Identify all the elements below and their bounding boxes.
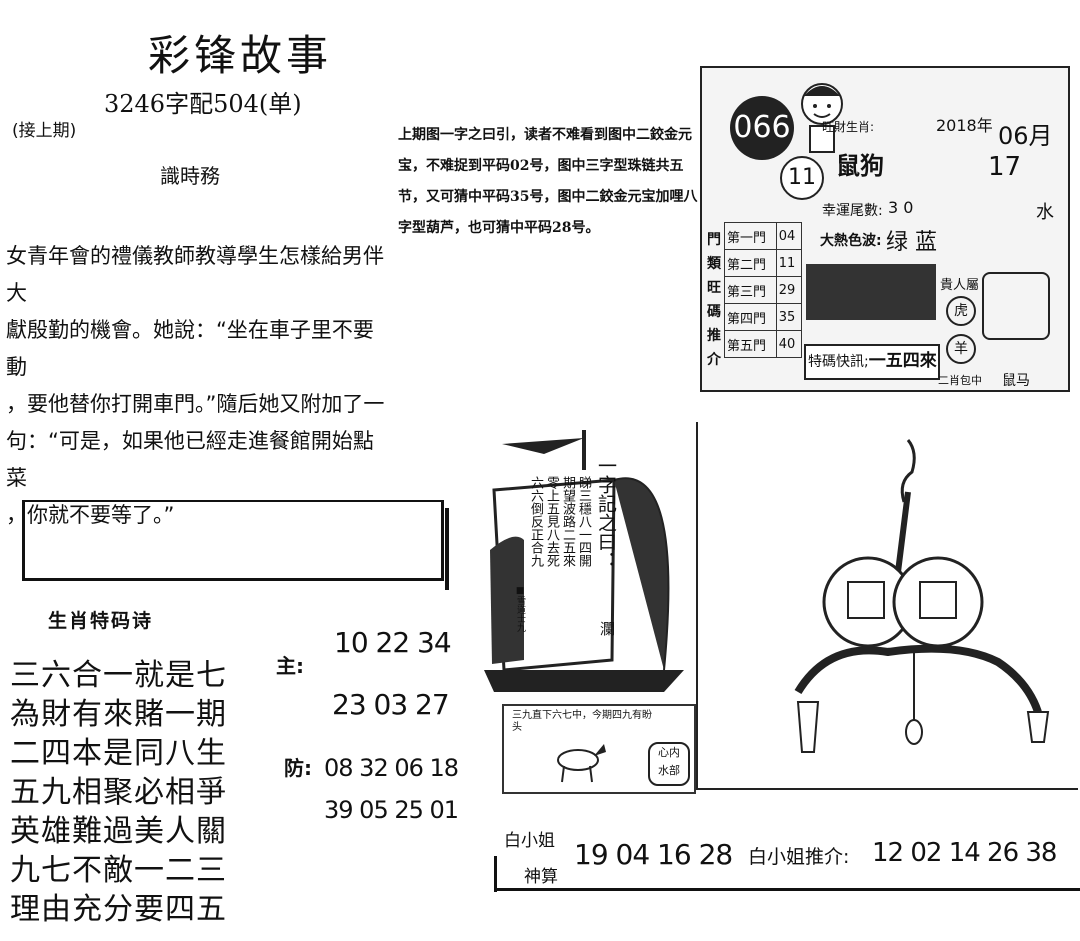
- defense-label: 防:: [284, 756, 312, 780]
- door-label: 第三門: [724, 276, 777, 304]
- news-block: [806, 264, 936, 320]
- story-line: 句：“可是，如果他已經走進餐館開始點菜: [6, 429, 374, 490]
- story-line: 獻殷勤的機會。她說：“坐在車子里不要動: [6, 318, 374, 379]
- boat-char: 瀾: [600, 620, 616, 638]
- heart-water-tag: 心内 水部: [648, 742, 690, 786]
- tail-label: 幸運尾數:: [822, 203, 883, 219]
- noble-label: 貴人屬: [940, 278, 980, 293]
- poem-line: 三六合一就是七: [10, 658, 227, 693]
- poem-title: 生肖特码诗: [48, 610, 154, 632]
- story-line: ，你就不要等了。”: [6, 503, 175, 527]
- zodiac-footer: 二肖包中: [938, 374, 982, 387]
- door-label: 第五門: [724, 330, 777, 358]
- day-label: 17: [988, 152, 1022, 182]
- empty-frame: [22, 500, 449, 590]
- clue-paragraph: 上期图一字之曰引，读者不难看到图中二鉸金元宝，不难捉到平码02号，图中三字型珠链…: [398, 127, 698, 236]
- poem-line: 理由充分要四五: [10, 892, 227, 927]
- boat-author: ■雪道士九: [515, 586, 525, 632]
- door-label: 第四門: [724, 303, 777, 331]
- main-numbers-row2: 23 03 27: [332, 688, 450, 721]
- poem-line: 為財有來賭一期: [10, 697, 227, 732]
- zodiac-value: 鼠马: [1002, 373, 1030, 389]
- lottery-card: 066 11 旺財生肖: 鼠狗 2018年 06月 17 水 幸運尾數: 3 0…: [700, 66, 1070, 392]
- tip-label: 特碼快訊;: [808, 354, 869, 370]
- boat-line: 睇三穩八一四開: [576, 476, 591, 567]
- coin-lantern-icon: [794, 439, 1050, 753]
- horse-icon: [557, 744, 606, 783]
- divider-bottom: [494, 888, 1080, 891]
- cartoon-boy-icon: [801, 83, 843, 153]
- tip-value: 一五四來: [868, 351, 937, 371]
- boat-illustration: 一字記之曰： 睇三穩八一四開 期望波路二五來 零上五見八去死 六六倒反正合九 ■…: [484, 420, 694, 698]
- continued-label: (接上期): [12, 121, 77, 141]
- horse-caption: 三九直下六七中，今期四九有盼头: [512, 710, 652, 733]
- tag-line-2: 水部: [658, 764, 680, 777]
- color-value: 绿 蓝: [886, 230, 937, 255]
- lucky-label: 旺財生肖:: [822, 120, 875, 134]
- poem-line: 英雄難過美人關: [10, 814, 227, 849]
- tail-value: 3 0: [888, 198, 914, 217]
- story-line: 女青年會的禮儀教師教導學生怎樣給男伴大: [6, 244, 384, 305]
- tip-box: 特碼快訊;一五四來: [804, 344, 940, 380]
- miss-bai-numbers: 19 04 16 28: [574, 838, 733, 871]
- issue-badge: 066: [730, 96, 794, 160]
- month-label: 06月: [998, 122, 1053, 150]
- main-numbers-row1: 10 22 34: [334, 626, 452, 659]
- miss-bai-label: 白小姐: [504, 831, 555, 851]
- coin-lantern-illustration: [696, 422, 1078, 790]
- horse-panel: 三九直下六七中，今期四九有盼头 心内 水部: [502, 704, 696, 794]
- subtitle: 3246字配504(单): [104, 90, 302, 118]
- poem: 三六合一就是七 為財有來賭一期 二四本是同八生 五九相聚必相爭 英雄難過美人關 …: [10, 656, 227, 929]
- year-label: 2018年: [936, 116, 993, 135]
- noble-sign: 虎: [946, 296, 976, 326]
- lucky-value: 鼠狗: [836, 152, 884, 180]
- water-label: 水: [1036, 202, 1054, 223]
- door-value: 35: [775, 303, 803, 331]
- noble-sign-2: 羊: [946, 334, 976, 364]
- boat-title: 一字記之曰：: [595, 456, 617, 570]
- recommend-numbers: 12 02 14 26 38: [872, 838, 1057, 868]
- boat-line: 期望波路二五來: [560, 476, 575, 567]
- boat-line: 零上五見八去死: [544, 476, 559, 567]
- door-label: 第一門: [724, 222, 777, 250]
- divider-left: [494, 856, 497, 892]
- door-label: 第二門: [724, 249, 777, 277]
- door-value: 40: [775, 330, 803, 358]
- defense-numbers-row2: 39 05 25 01: [324, 796, 459, 824]
- main-label: 主:: [276, 654, 304, 678]
- color-label: 大熱色波:: [820, 233, 882, 249]
- poem-line: 九七不敵一二三: [10, 853, 227, 888]
- door-value: 29: [775, 276, 803, 304]
- boat-icon: [484, 430, 684, 692]
- number-ball: 11: [780, 156, 824, 200]
- boat-line: 六六倒反正合九: [528, 476, 543, 567]
- door-value: 04: [775, 222, 803, 250]
- page-title: 彩锋故事: [148, 31, 333, 80]
- defense-numbers-row1: 08 32 06 18: [324, 754, 459, 782]
- bottom-strip: 白小姐 神算 19 04 16 28 白小姐推介: 12 02 14 26 38: [494, 822, 1080, 892]
- lucky-block: 旺財生肖: 鼠狗: [816, 102, 936, 222]
- recommend-label: 白小姐推介:: [748, 846, 850, 868]
- door-value: 11: [775, 249, 803, 277]
- poem-line: 二四本是同八生: [10, 736, 227, 771]
- poem-line: 五九相聚必相爭: [10, 775, 227, 810]
- story-text: 女青年會的禮儀教師教導學生怎樣給男伴大 獻殷勤的機會。她說：“坐在車子里不要動 …: [6, 238, 386, 534]
- shensuan-label: 神算: [524, 867, 558, 887]
- story-line: ，要他替你打開車門。”隨后她又附加了一: [6, 392, 385, 416]
- door-side-label: 門類旺碼推介: [707, 232, 721, 368]
- section-title: 識時務: [160, 164, 220, 188]
- fortune-god-icon: [982, 272, 1050, 340]
- tag-line-1: 心内: [658, 746, 680, 759]
